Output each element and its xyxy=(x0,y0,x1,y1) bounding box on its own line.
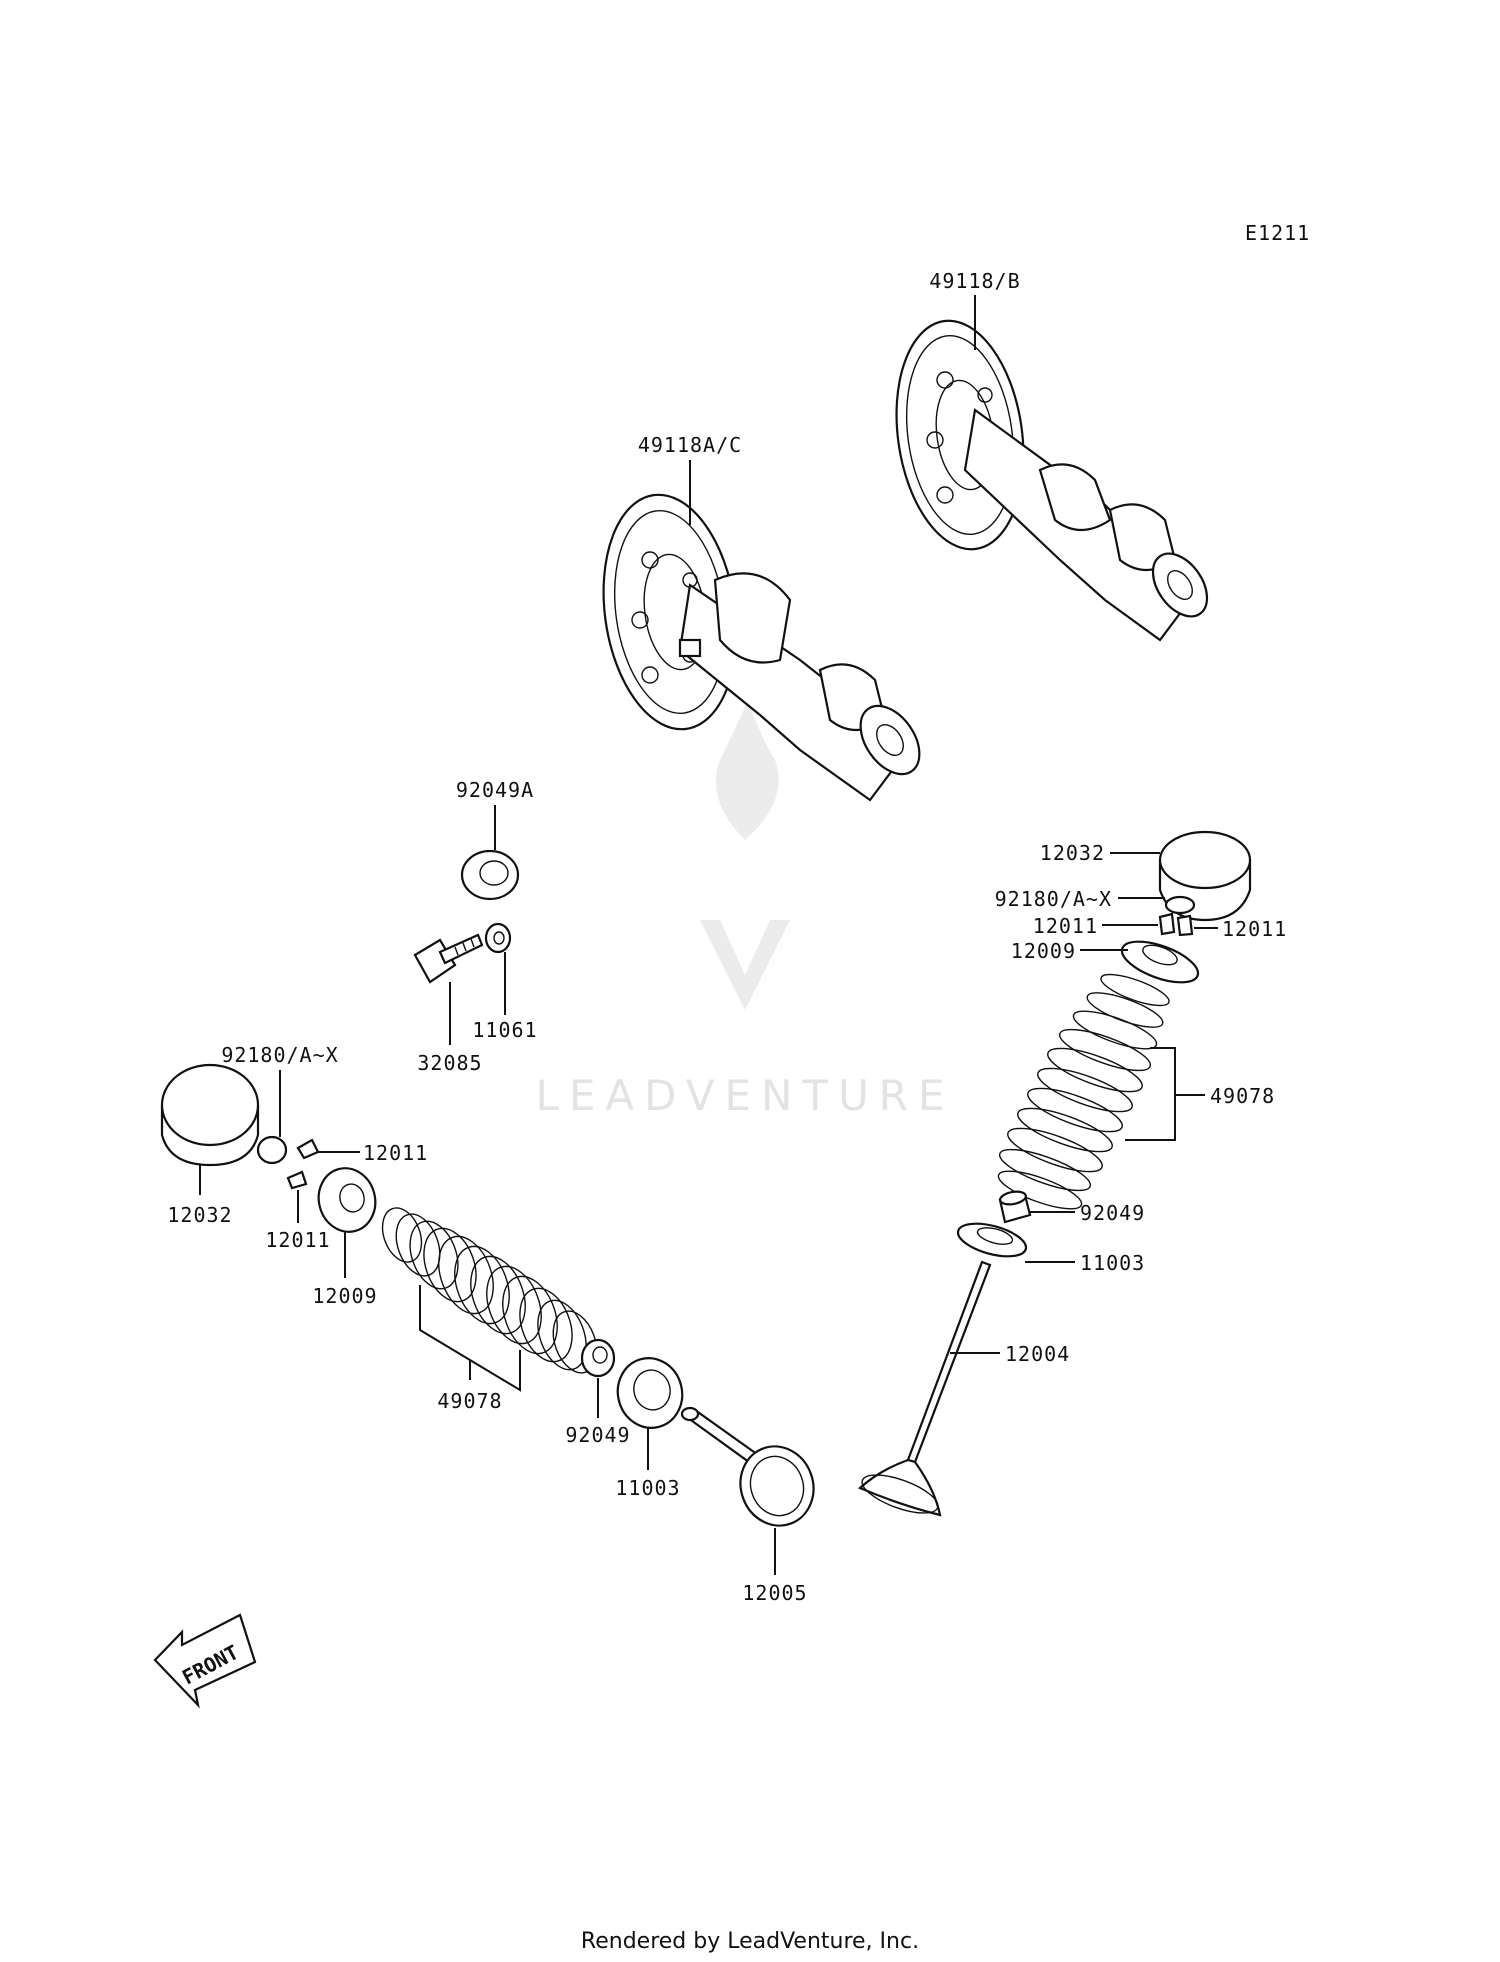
keepers-12011-right[interactable] xyxy=(1158,912,1194,937)
washer-11061[interactable] xyxy=(484,922,512,954)
stem-seal-92049-left[interactable] xyxy=(580,1338,616,1378)
callout-11061[interactable]: 11061 xyxy=(472,1018,537,1042)
valve-spring-49078-left[interactable] xyxy=(376,1203,605,1379)
camshaft-49118B[interactable] xyxy=(883,312,1218,642)
callout-12005[interactable]: 12005 xyxy=(742,1581,807,1605)
keepers-12011-left[interactable] xyxy=(286,1138,320,1190)
shim-92180-left[interactable] xyxy=(256,1135,288,1165)
callout-11003-left[interactable]: 11003 xyxy=(615,1476,680,1500)
watermark-text: LEADVENTURE xyxy=(535,1071,954,1120)
callout-49078-left-text[interactable]: 49078 xyxy=(437,1389,502,1413)
shim-92180-right[interactable] xyxy=(1164,895,1196,915)
footer-credit: Rendered by LeadVenture, Inc. xyxy=(581,1929,919,1954)
valve-spring-49078-right[interactable] xyxy=(995,968,1173,1216)
callout-49118B[interactable]: 49118/B xyxy=(929,269,1020,293)
diagram-id: E1211 xyxy=(1245,221,1310,245)
callout-12032-right[interactable]: 12032 xyxy=(1040,841,1105,865)
stem-seal-92049-right[interactable] xyxy=(998,1190,1032,1224)
callout-92049A[interactable]: 92049A xyxy=(456,778,534,802)
callout-12004[interactable]: 12004 xyxy=(1005,1342,1070,1366)
callout-11003-right[interactable]: 11003 xyxy=(1080,1251,1145,1275)
tappet-12032-left[interactable] xyxy=(160,1063,260,1167)
callout-12032-left[interactable]: 12032 xyxy=(167,1203,232,1227)
front-arrow-icon: FRONT xyxy=(153,1613,257,1709)
callout-12011-left-1[interactable]: 12011 xyxy=(363,1141,428,1165)
oil-seal-92049A[interactable] xyxy=(460,849,520,901)
callout-49078-right[interactable]: 49078 xyxy=(1210,1084,1275,1108)
callout-92049-right[interactable]: 92049 xyxy=(1080,1201,1145,1225)
camshaft-49118AC[interactable] xyxy=(589,486,931,802)
callout-32085[interactable]: 32085 xyxy=(417,1051,482,1075)
callout-92180-left[interactable]: 92180/A~X xyxy=(221,1043,338,1067)
callout-49118AC[interactable]: 49118A/C xyxy=(638,433,742,457)
callout-12009-left[interactable]: 12009 xyxy=(312,1284,377,1308)
callout-12011-right-2[interactable]: 12011 xyxy=(1222,917,1287,941)
bolt-32085[interactable] xyxy=(413,933,484,984)
intake-valve-12005[interactable] xyxy=(680,1406,825,1536)
spring-seat-11003-right[interactable] xyxy=(955,1217,1030,1262)
callout-12009-right[interactable]: 12009 xyxy=(1011,939,1076,963)
retainer-12009-right[interactable] xyxy=(1117,933,1203,990)
watermark: LEADVENTURE xyxy=(535,700,954,1120)
callout-12011-left-2[interactable]: 12011 xyxy=(265,1228,330,1252)
callout-12011-right-1[interactable]: 12011 xyxy=(1033,914,1098,938)
spring-seat-11003-left[interactable] xyxy=(610,1351,690,1435)
callout-92049-left[interactable]: 92049 xyxy=(565,1423,630,1447)
callout-92180-right[interactable]: 92180/A~X xyxy=(995,887,1112,911)
exhaust-valve-12004[interactable] xyxy=(857,1260,992,1521)
retainer-12009-left[interactable] xyxy=(312,1162,383,1238)
